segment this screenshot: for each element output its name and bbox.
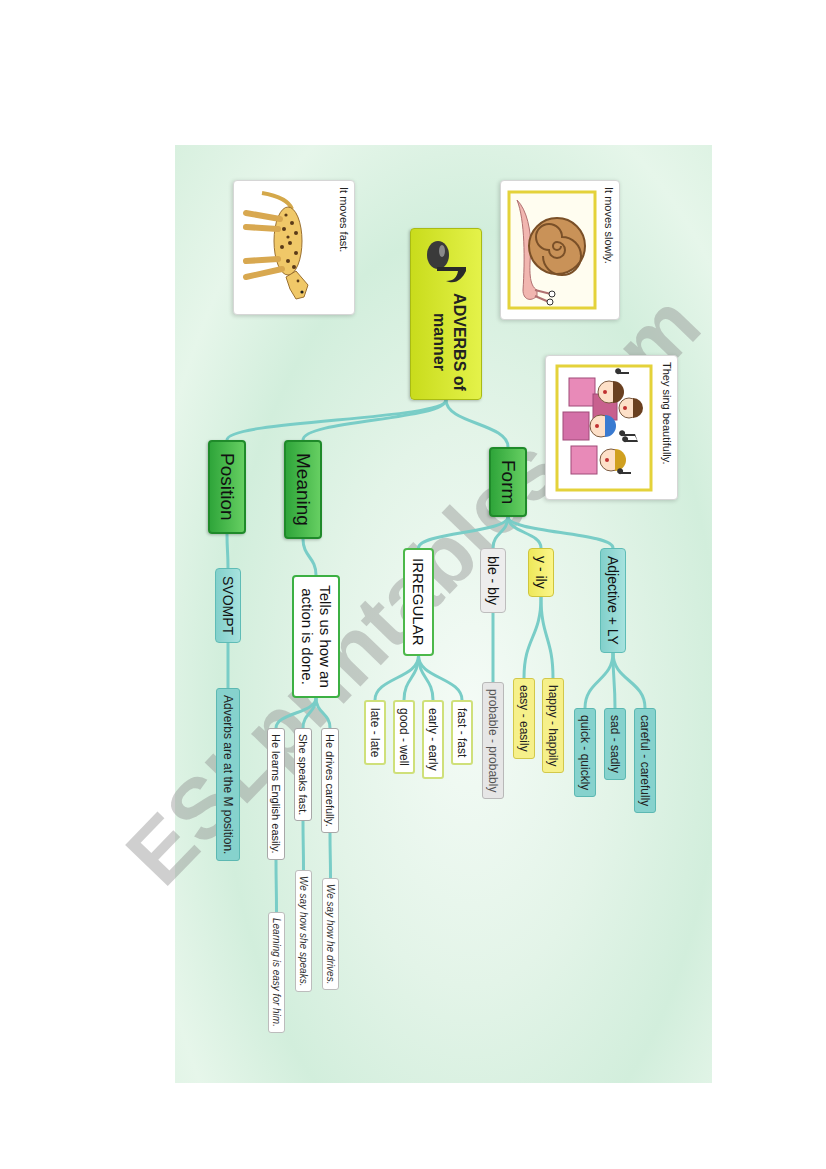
branch-connector — [375, 656, 419, 700]
rule-box: ble - bly — [480, 548, 506, 613]
node-text: probable - probably — [486, 689, 500, 792]
node-text: They sing beautifully. — [661, 362, 673, 493]
node-text: She speaks fast. — [297, 734, 309, 815]
node-text: sad - sadly — [608, 715, 622, 773]
branch-box: Meaning — [284, 440, 322, 539]
node-text: Tells us how an action is done. — [298, 585, 334, 688]
rule-box: SVOMPT — [215, 568, 241, 643]
branch-connector — [329, 833, 333, 878]
branch-connector — [419, 656, 434, 700]
branch-connector — [302, 821, 306, 870]
node-text: ADVERBS of manner — [429, 291, 469, 393]
node-text: It moves fast. — [338, 187, 350, 308]
branch-box: Position — [208, 440, 246, 534]
node-text: ble - bly — [485, 556, 501, 605]
branch-connector — [316, 698, 330, 728]
node-text: SVOMPT — [220, 576, 236, 635]
example-pair: fast - fast — [451, 700, 473, 765]
node-text: late - late — [368, 708, 382, 757]
central-topic: ADVERBS of manner — [410, 228, 482, 400]
example-pair: sad - sadly — [604, 708, 626, 780]
node-text: IRREGULAR — [410, 558, 427, 646]
node-text: early - early — [426, 708, 440, 771]
node-text: It moves slowly. — [603, 187, 615, 313]
example-pair: early - early — [422, 700, 444, 779]
node-text: He learns English easily. — [270, 734, 282, 854]
branch-connector — [492, 613, 495, 682]
node-text: Adverbs are at the M position. — [221, 695, 235, 854]
branch-connector — [419, 656, 463, 700]
node-text: good - well — [397, 708, 411, 766]
branch-connector — [419, 517, 509, 548]
node-text: Position — [216, 453, 238, 521]
branch-connector — [446, 400, 508, 447]
rule-box: y - ily — [528, 548, 554, 597]
node-text: Learning is easy for him. — [271, 918, 282, 1027]
node-text: y - ily — [533, 556, 549, 589]
branch-connector — [508, 517, 613, 548]
branch-connector — [275, 860, 279, 912]
picture-callout: It moves slowly. — [500, 180, 620, 320]
example-sentence: He drives carefully. — [321, 728, 339, 833]
branch-connector — [227, 400, 446, 440]
picture-callout: They sing beautifully. — [545, 355, 678, 500]
branch-connector — [276, 698, 316, 728]
example-pair: quick - quickly — [574, 708, 596, 797]
branch-connector — [541, 597, 553, 678]
branch-connector — [303, 539, 316, 575]
branch-connector — [508, 517, 541, 548]
example-pair: probable - probably — [482, 682, 504, 799]
explanation-note: Learning is easy for him. — [268, 912, 285, 1033]
music-note-icon — [418, 235, 472, 289]
branch-connector — [227, 534, 228, 568]
node-text: Form — [497, 460, 519, 504]
example-pair: easy - easily — [513, 678, 535, 759]
node-text: easy - easily — [517, 685, 531, 752]
node-text: He drives carefully. — [324, 734, 336, 827]
branch-connector — [613, 653, 645, 708]
example-sentence: She speaks fast. — [294, 728, 312, 821]
example-pair: late - late — [364, 700, 386, 765]
branch-connector — [227, 643, 230, 688]
node-text: Adjective + LY — [605, 556, 621, 645]
node-text: fast - fast — [455, 708, 469, 757]
branch-connector — [524, 597, 541, 678]
branch-connector — [585, 653, 613, 708]
example-pair: good - well — [393, 700, 415, 774]
node-text: We say how he drives. — [325, 884, 336, 984]
position-note: Adverbs are at the M position. — [216, 688, 240, 861]
singing-children-picture — [555, 364, 653, 492]
node-text: Meaning — [292, 453, 314, 526]
cheetah-picture — [240, 189, 332, 307]
node-text: happy - happily — [546, 685, 560, 766]
rule-box: IRREGULAR — [403, 548, 434, 656]
picture-callout: It moves fast. — [233, 180, 355, 315]
snail-picture — [507, 190, 597, 310]
explanation-note: We say how he drives. — [322, 878, 339, 990]
mind-map-frame: ADVERBS of manner It moves slowly. They … — [175, 145, 712, 1083]
example-sentence: He learns English easily. — [267, 728, 285, 860]
node-text: We say how she speaks. — [298, 876, 309, 986]
branch-box: Form — [489, 447, 527, 517]
explanation-note: We say how she speaks. — [295, 870, 312, 992]
node-text: quick - quickly — [578, 715, 592, 790]
rule-box: Adjective + LY — [600, 548, 626, 653]
node-text: careful - carefully — [638, 715, 652, 806]
definition-box: Tells us how an action is done. — [292, 575, 340, 698]
example-pair: happy - happily — [542, 678, 564, 773]
example-pair: careful - carefully — [634, 708, 656, 813]
